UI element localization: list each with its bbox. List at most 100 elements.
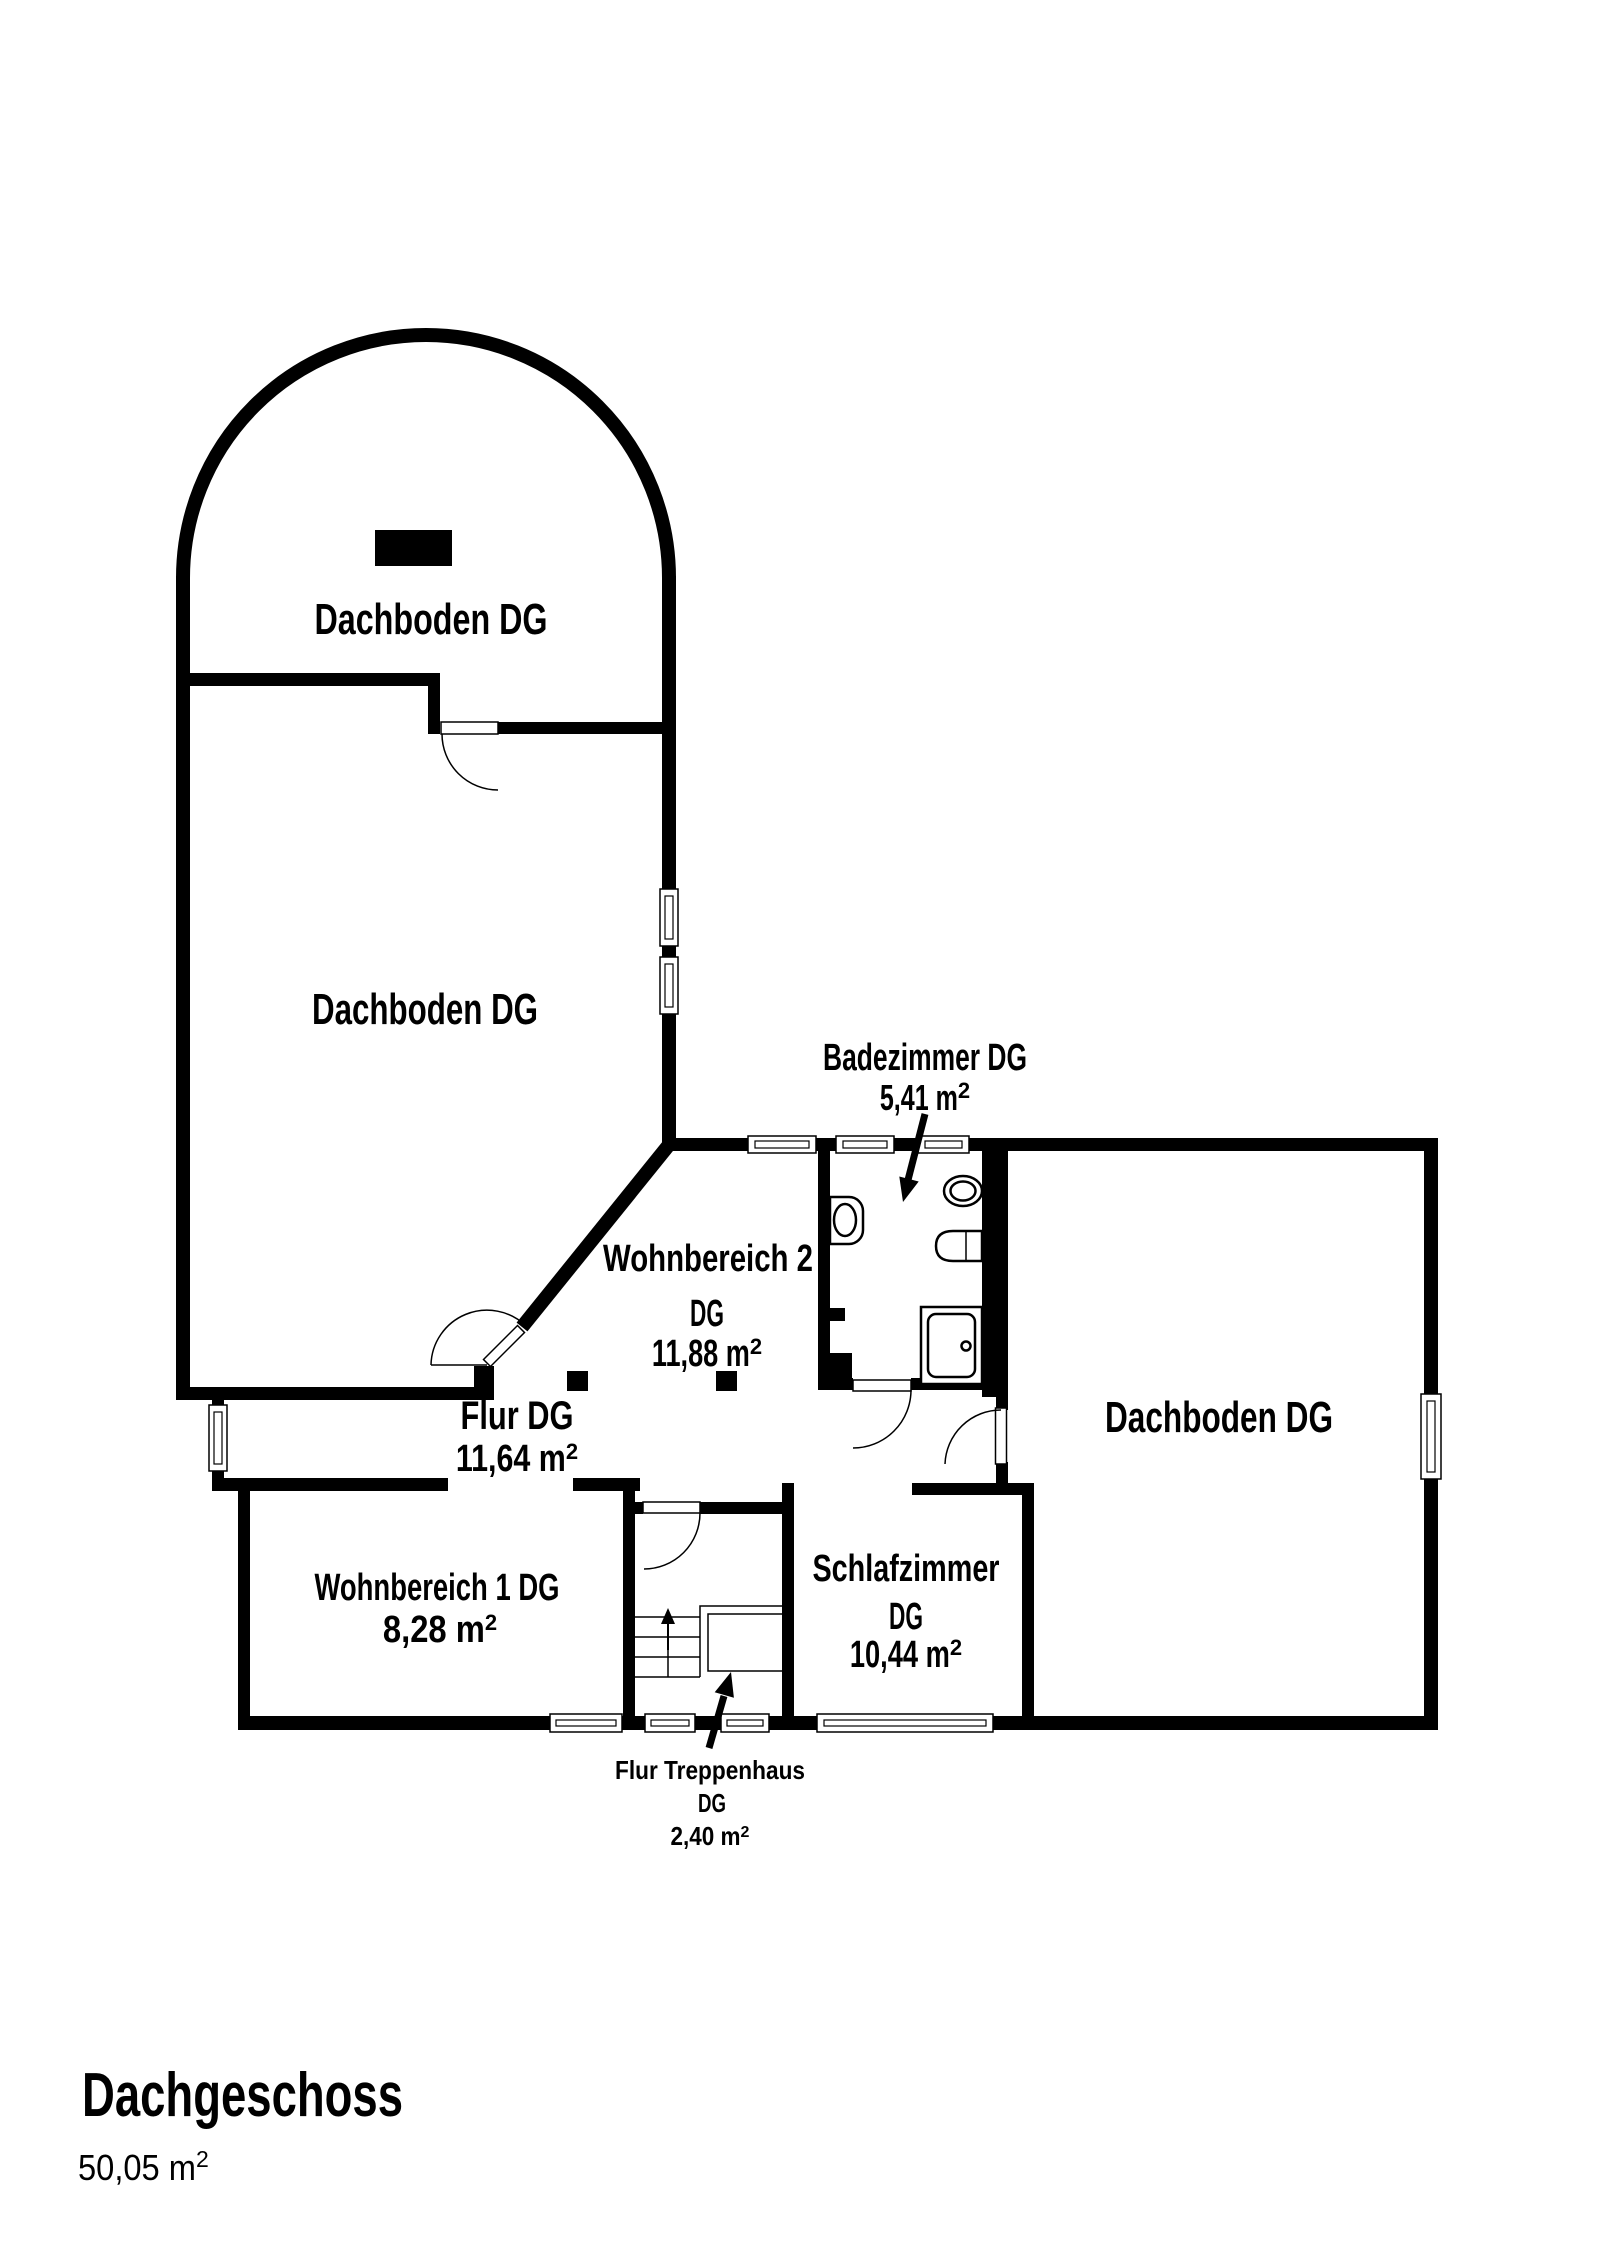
door-diagonal-swing (430, 1309, 527, 1366)
walls (176, 328, 1438, 1730)
label-stairhall-area: 2,40 m2 (671, 1821, 750, 1851)
page-total-area-value: 50,05 m (78, 2147, 196, 2188)
label-attic-top: Dachboden DG (315, 595, 548, 644)
label-stairhall-area-sup: 2 (741, 1824, 750, 1841)
wall-bathroom-left (818, 1151, 830, 1388)
wall-divider-jog (428, 673, 440, 734)
stairhall-arrow-head-icon (714, 1672, 734, 1698)
post-hall-left (567, 1371, 588, 1391)
label-bedroom-name: Schlafzimmer (813, 1548, 1000, 1590)
label-living2-area: 11,88 m2 (652, 1333, 762, 1375)
label-hall-area-sup: 2 (566, 1439, 578, 1464)
wall-diagonal-corner (474, 1366, 494, 1400)
arch-wall (176, 328, 676, 579)
label-living2-area-value: 11,88 m (652, 1333, 750, 1375)
wall-stair-left (623, 1478, 635, 1730)
label-bedroom-area-sup: 2 (950, 1635, 962, 1660)
label-stairhall-area-value: 2,40 m (671, 1821, 741, 1851)
door-stairhall-swing (643, 1512, 701, 1570)
wall-divider-left (190, 673, 440, 686)
chimney-block (375, 530, 452, 566)
label-stairhall-floor: DG (698, 1788, 726, 1818)
window-living2-2-frame (842, 1140, 888, 1149)
wall-bedroom-right (1022, 1483, 1034, 1730)
wall-attic-right-top (1008, 1138, 1438, 1151)
label-living1-area: 8,28 m2 (383, 1609, 497, 1651)
bathroom-fixtures (828, 1174, 984, 1386)
sink-basin-icon (832, 1202, 858, 1238)
page-total-area: 50,05 m2 (78, 2146, 209, 2188)
label-bathroom-area-sup: 2 (958, 1078, 970, 1103)
label-attic-right: Dachboden DG (1105, 1393, 1333, 1442)
label-attic-left: Dachboden DG (312, 985, 538, 1034)
doors (430, 721, 1008, 1570)
wall-diagonal (516, 1141, 674, 1332)
window-hall-left-frame (213, 1411, 223, 1465)
stairhall-arrow-line (705, 1695, 728, 1749)
window-bedroom-bottom-frame (823, 1719, 987, 1727)
wall-right-upper (662, 576, 676, 734)
wall-divider-right (498, 722, 676, 734)
title-block: Dachgeschoss 50,05 m2 (78, 2061, 403, 2188)
wall-stair-top-left (635, 1502, 643, 1514)
door-attic-right-leaf (994, 1407, 1008, 1465)
wall-attic-bottom (176, 1387, 494, 1400)
window-bottom-2-frame (650, 1719, 690, 1727)
label-living1-name: Wohnbereich 1 DG (315, 1567, 560, 1609)
door-attic-right-swing (944, 1409, 1002, 1465)
label-stairhall-name: Flur Treppenhaus (615, 1755, 805, 1785)
window-living2-1-frame (754, 1140, 810, 1149)
wall-bathroom-right (982, 1138, 1008, 1397)
window-bottom-1-frame (555, 1719, 617, 1727)
label-hall-area: 11,64 m2 (456, 1438, 578, 1480)
door-bathroom-swing (852, 1389, 912, 1449)
door-bathroom-leaf (852, 1379, 912, 1392)
window-bottom-3-frame (726, 1719, 764, 1727)
page-total-area-sup: 2 (196, 2146, 209, 2172)
label-hall-area-value: 11,64 m (456, 1438, 566, 1480)
window-attic-right-1-frame (664, 895, 674, 940)
label-living2-area-sup: 2 (750, 1334, 762, 1359)
door-stairhall-leaf (642, 1501, 701, 1514)
wall-living1-top (212, 1478, 448, 1491)
wall-bathroom-nub (828, 1308, 845, 1321)
wall-stair-right (782, 1483, 794, 1730)
label-bathroom-area-value: 5,41 m (880, 1077, 958, 1118)
label-living2-name: Wohnbereich 2 (603, 1238, 813, 1280)
wall-bathroom-bottom-left (818, 1378, 853, 1390)
label-living1-area-sup: 2 (485, 1610, 497, 1635)
bathroom-arrow-head-icon (899, 1176, 919, 1202)
door-attic-divider-swing (441, 733, 499, 791)
label-bathroom-name: Badezimmer DG (823, 1037, 1027, 1079)
page-title: Dachgeschoss (82, 2061, 403, 2130)
stair-landing-outline (699, 1605, 782, 1677)
shower-drain-icon (960, 1340, 972, 1352)
window-attic-right-2-frame (664, 963, 674, 1008)
stairs (635, 1605, 782, 1678)
bathroom-arrow-line (904, 1113, 929, 1181)
stair-up-arrow-icon (661, 1608, 675, 1624)
door-attic-divider-leaf (440, 721, 499, 735)
label-living1-area-value: 8,28 m (383, 1609, 485, 1651)
room-labels: Dachboden DG Dachboden DG Dachboden DG B… (312, 595, 1333, 1851)
wall-door-stub-top (996, 1390, 1008, 1410)
stair-landing-inner (707, 1613, 782, 1672)
shower-inner-icon (926, 1312, 977, 1379)
wall-living1-left (238, 1479, 250, 1730)
windows (208, 888, 1442, 1733)
door-diagonal-leaf (482, 1324, 526, 1368)
label-bedroom-area: 10,44 m2 (850, 1634, 962, 1676)
wall-stair-top-right (700, 1502, 782, 1514)
label-hall-name: Flur DG (461, 1394, 574, 1438)
bidet-icon (934, 1229, 984, 1263)
wall-left-outer (176, 576, 190, 1400)
label-bedroom-area-value: 10,44 m (850, 1634, 950, 1676)
wall-bedroom-top (912, 1483, 1034, 1495)
wall-door-stub-bottom (996, 1462, 1008, 1484)
window-attic-right-outer-frame (1426, 1400, 1436, 1473)
toilet-bowl-icon (949, 1180, 977, 1202)
label-bathroom-area: 5,41 m2 (880, 1077, 970, 1118)
post-hall-right (716, 1371, 737, 1391)
